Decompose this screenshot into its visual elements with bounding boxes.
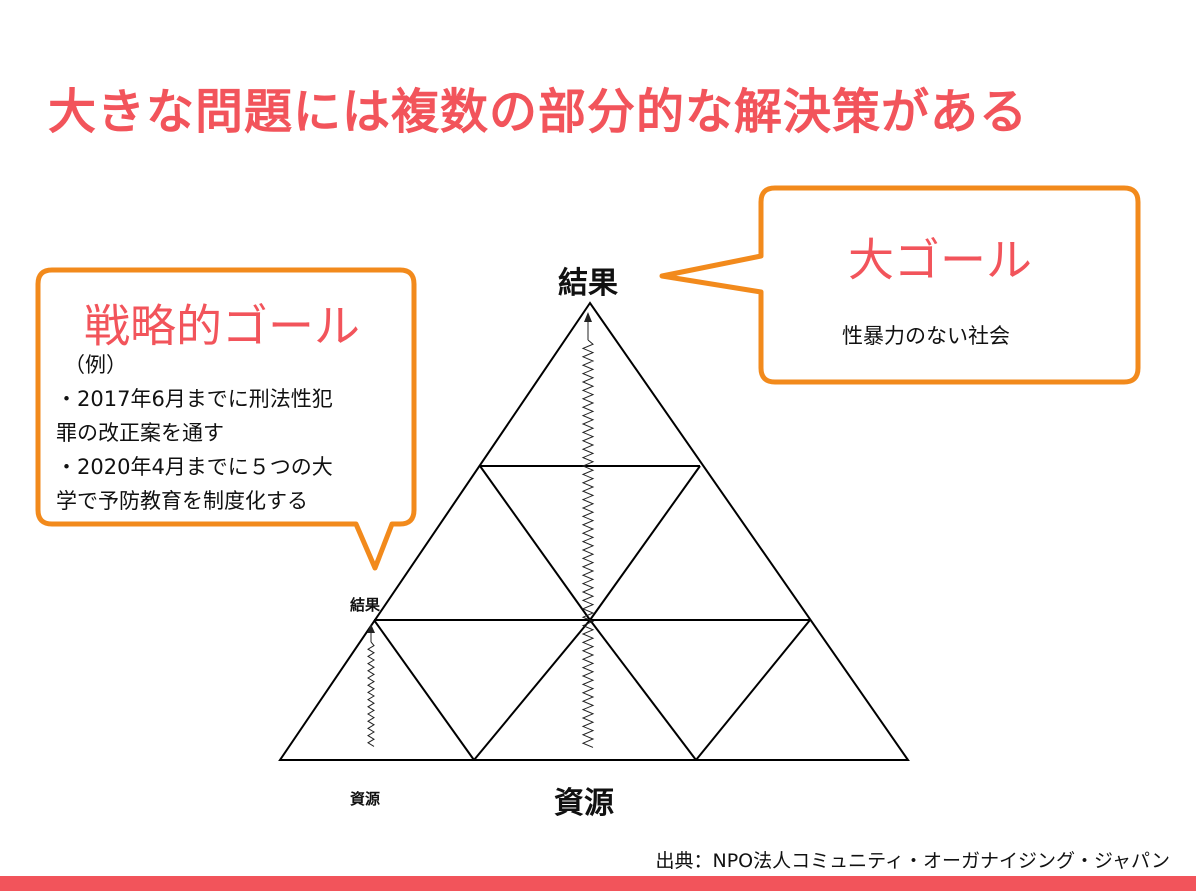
strategic-line: 罪の改正案を通す (56, 421, 224, 445)
big-goal-callout (659, 185, 1141, 385)
strategic-line: ・2020年4月までに５つの大 (56, 455, 333, 479)
page-title: 大きな問題には複数の部分的な解決策がある (48, 84, 1029, 140)
small-result-label: 結果 (350, 596, 381, 614)
small-wavy-arrow (367, 641, 375, 747)
result-label: 結果 (558, 266, 618, 301)
resource-label: 資源 (554, 786, 614, 821)
strategic-line: （例） (64, 353, 127, 377)
small-arrow-head (367, 624, 375, 633)
small-resource-label: 資源 (350, 790, 381, 808)
big-wavy-arrow (581, 339, 595, 748)
big-goal-text: 性暴力のない社会 (842, 324, 1010, 348)
strategic-goal-examples: （例） ・2017年6月までに刑法性犯 罪の改正案を通す ・2020年4月までに… (56, 348, 333, 518)
big-goal-heading: 大ゴール (848, 233, 1032, 287)
source-citation: 出典：NPO法人コミュニティ・オーガナイジング・ジャパン (655, 850, 1171, 872)
pyramid-lines (278, 301, 910, 761)
strategic-goal-heading: 戦略的ゴール (84, 299, 360, 353)
strategic-goal-callout (35, 267, 417, 571)
strategic-line: ・2017年6月までに刑法性犯 (56, 387, 333, 411)
bottom-accent-bar (0, 876, 1196, 891)
big-arrow-head (584, 312, 592, 322)
strategic-line: 学で予防教育を制度化する (56, 489, 308, 513)
